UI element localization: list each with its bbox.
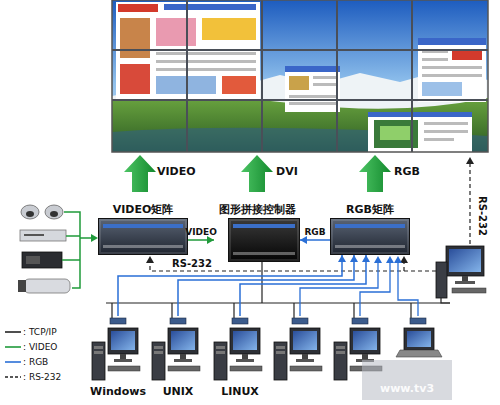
computer-icon: [214, 318, 262, 380]
computer: LINUX: [210, 316, 270, 398]
arrow-head: [146, 256, 154, 263]
screenshot-window: [285, 66, 340, 112]
legend-text: : RGB: [23, 356, 48, 368]
panel-strip: [233, 224, 295, 228]
legend-sample: [5, 331, 21, 333]
os-label: UNIX: [163, 385, 194, 398]
signal-label: RGB: [394, 165, 420, 178]
device-body: [228, 218, 300, 262]
computer: UNIX: [148, 316, 208, 398]
watermark: www.tv3: [380, 382, 434, 395]
panel-strip: [103, 224, 183, 228]
os-label: Windows: [90, 385, 146, 398]
rgb-matrix: RGB矩阵: [330, 203, 410, 255]
legend-text: : TCP/IP: [23, 326, 57, 338]
arrow-head: [350, 255, 358, 262]
arrow-head: [374, 256, 382, 263]
arrow-head: [394, 256, 402, 263]
computer: Windows: [88, 316, 148, 398]
panel-strip: [233, 252, 295, 255]
signal-connector: [178, 255, 354, 316]
splice-controller: 图形拼接控制器: [214, 203, 300, 262]
signal-connector: [300, 239, 330, 241]
legend-sample: [5, 376, 21, 378]
signal-connector: [188, 239, 214, 241]
computer-icon: [92, 318, 140, 380]
screenshot-window: [418, 38, 486, 102]
legend-text: : VIDEO: [23, 341, 57, 353]
legend-sample: [5, 361, 21, 363]
arrow-head: [300, 236, 307, 244]
legend-sample: [5, 346, 21, 348]
arrow-head: [207, 236, 214, 244]
wall-grid: [112, 0, 488, 152]
arrow-head: [386, 256, 394, 263]
arrow-head: [466, 157, 474, 164]
arrow-head: [338, 255, 346, 262]
video-wires: [62, 212, 92, 288]
connector-label: VIDEO: [185, 227, 217, 238]
signal-arrow: [124, 155, 156, 192]
signal-label: VIDEO: [157, 165, 196, 178]
device-body: [330, 218, 410, 255]
laptop-icon: [396, 318, 442, 357]
arrow-head: [91, 234, 98, 242]
screenshot-window: [368, 112, 472, 152]
rgb-wires: [300, 262, 418, 316]
computer-icon: [152, 318, 200, 380]
rs232-wires: [150, 163, 470, 271]
device-label: RGB矩阵: [346, 203, 394, 216]
panel-strip: [335, 224, 405, 228]
video-sources: [18, 205, 70, 293]
device-label: 图形拼接控制器: [219, 203, 296, 216]
signal-connector: [118, 255, 342, 316]
signal-label: RS-232: [172, 258, 212, 269]
video-wall: [112, 0, 488, 152]
panel-strip: [103, 245, 183, 248]
device-label: VIDEO矩阵: [113, 203, 174, 216]
legend-text: : RS-232: [23, 371, 61, 383]
watermark-patch: [362, 360, 452, 400]
signal-arrow: [359, 155, 391, 192]
arrow-head: [362, 255, 370, 262]
computer-icon: [274, 318, 322, 380]
device-body: [98, 218, 188, 255]
tcpip-bus: [106, 262, 450, 318]
signal-label: RS-232: [477, 196, 488, 236]
connector-label: RGB: [304, 227, 325, 238]
wall-border: [112, 0, 488, 152]
signal-arrow: [241, 155, 273, 192]
control-pc: [436, 246, 486, 298]
video-matrix: VIDEO矩阵: [98, 203, 188, 255]
signal-connector: [240, 255, 366, 316]
signal-label: DVI: [276, 165, 298, 178]
wall-sky: [112, 0, 488, 152]
panel-strip: [335, 245, 405, 248]
os-label: LINUX: [221, 385, 259, 398]
